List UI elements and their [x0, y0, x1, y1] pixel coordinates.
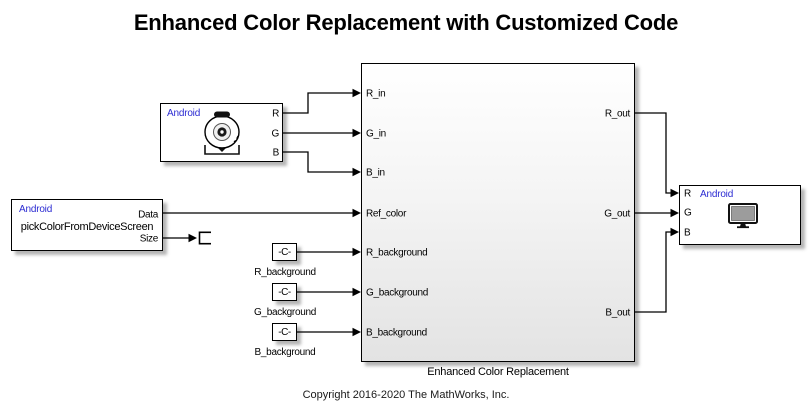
main-port-b-out: B_out: [605, 307, 630, 319]
main-port-b-in: B_in: [366, 167, 385, 179]
constant-value: -C-: [278, 286, 291, 298]
main-port-g-out: G_out: [604, 208, 630, 220]
wire-camera-b[interactable]: [283, 151, 353, 173]
android-vendor-label: Android: [700, 189, 734, 200]
constant-value: -C-: [278, 246, 291, 258]
terminator-icon[interactable]: [198, 231, 212, 245]
main-port-b-background: B_background: [366, 327, 427, 339]
monitor-icon: [728, 203, 758, 229]
display-port-B: B: [684, 227, 691, 239]
main-port-r-out: R_out: [604, 108, 630, 120]
model-title: Enhanced Color Replacement with Customiz…: [133, 10, 679, 35]
camera-port-G: G: [271, 128, 280, 140]
display-port-G: G: [684, 207, 692, 219]
wire-camera-r[interactable]: [283, 92, 353, 114]
android-display-block[interactable]: R G B Android: [679, 185, 801, 245]
wire-r-out[interactable]: [635, 112, 671, 194]
android-vendor-label: Android: [19, 204, 53, 215]
main-port-ref-color: Ref_color: [366, 208, 407, 220]
constant-label-r-background: R_background: [254, 267, 316, 278]
main-port-r-background: R_background: [366, 247, 428, 259]
picker-port-size: Size: [139, 233, 159, 245]
constant-block-r-background[interactable]: -C-: [272, 243, 297, 261]
android-pick-color-block[interactable]: Android pickColorFromDeviceScreen Data S…: [11, 199, 163, 251]
constant-label-g-background: G_background: [253, 307, 317, 318]
picker-port-data: Data: [138, 209, 158, 221]
main-port-g-in: G_in: [366, 128, 386, 140]
display-port-R: R: [684, 188, 691, 200]
enhanced-color-replacement-label: Enhanced Color Replacement: [427, 366, 569, 378]
constant-label-b-background: B_background: [254, 347, 316, 358]
copyright-text: Copyright 2016-2020 The MathWorks, Inc.: [302, 389, 510, 401]
pick-color-function-name: pickColorFromDeviceScreen: [20, 221, 154, 233]
constant-value: -C-: [278, 326, 291, 338]
android-camera-block[interactable]: Android R G B: [160, 103, 283, 162]
android-vendor-label: Android: [167, 108, 201, 119]
constant-block-b-background[interactable]: -C-: [272, 323, 297, 341]
main-port-r-in: R_in: [366, 88, 386, 100]
camera-port-B: B: [272, 147, 280, 159]
main-port-g-background: G_background: [366, 287, 429, 299]
wire-b-out[interactable]: [635, 231, 671, 313]
camera-port-R: R: [272, 108, 279, 120]
constant-block-g-background[interactable]: -C-: [272, 283, 297, 301]
webcam-icon: [204, 111, 240, 155]
enhanced-color-replacement-block[interactable]: R_in G_in B_in Ref_color R_background G_…: [361, 63, 635, 362]
